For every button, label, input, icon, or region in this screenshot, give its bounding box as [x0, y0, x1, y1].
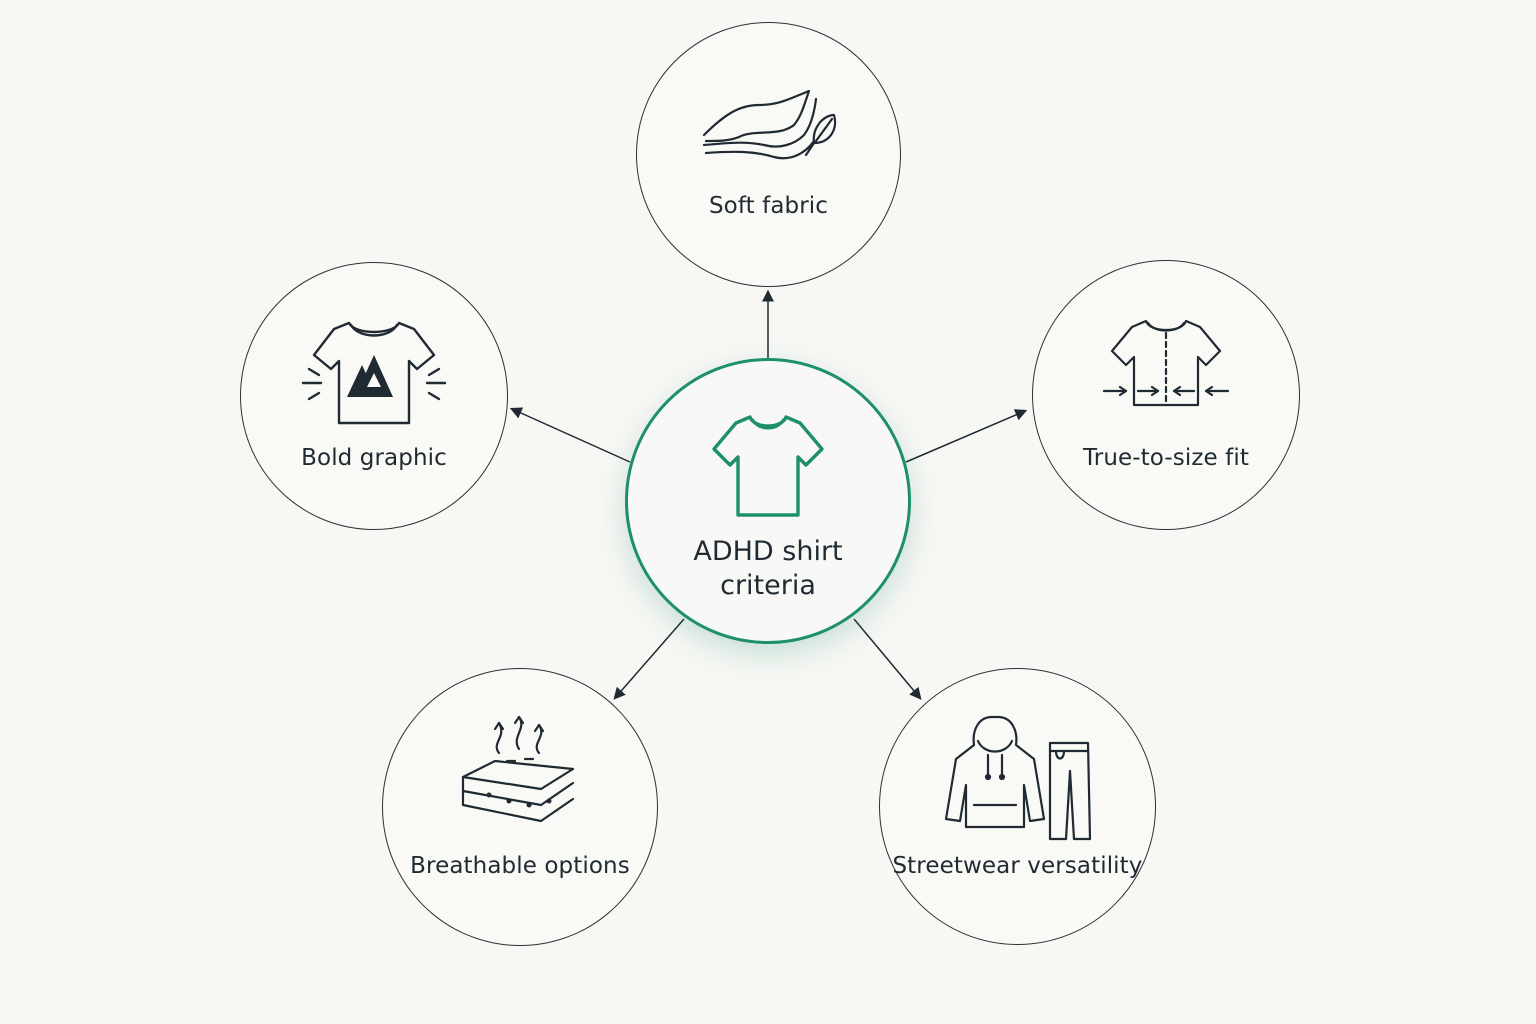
center-title: ADHD shirt criteria: [628, 535, 908, 603]
node-soft-fabric: Soft fabric: [636, 22, 901, 287]
hoodie-pants-icon: [944, 715, 1091, 841]
arrow-to-breathable-options: [613, 618, 685, 700]
arrow-to-bold-graphic: [509, 407, 631, 463]
fabric-leaf-icon: [702, 89, 836, 160]
node-label: Soft fabric: [708, 193, 829, 219]
node-label: Streetwear versatility: [892, 853, 1143, 879]
node-label: Breathable options: [410, 853, 630, 879]
center-title-line2: criteria: [720, 570, 816, 601]
graphic-tshirt-icon: [301, 321, 447, 425]
tshirt-icon: [712, 415, 824, 517]
fit-tshirt-icon: [1102, 319, 1230, 407]
node-true-to-size-fit: True-to-size fit: [1032, 260, 1300, 530]
node-bold-graphic: Bold graphic: [240, 262, 508, 530]
node-label: Bold graphic: [301, 445, 447, 471]
center-node: ADHD shirt criteria: [625, 358, 911, 644]
node-streetwear-versatility: Streetwear versatility: [879, 668, 1156, 945]
arrow-to-true-to-size-fit: [905, 409, 1028, 463]
node-breathable-options: Breathable options: [382, 668, 658, 946]
center-title-line1: ADHD shirt: [693, 536, 843, 567]
arrow-to-streetwear-versatility: [853, 618, 922, 700]
node-label: True-to-size fit: [1083, 445, 1249, 471]
breathable-layers-icon: [461, 715, 575, 823]
